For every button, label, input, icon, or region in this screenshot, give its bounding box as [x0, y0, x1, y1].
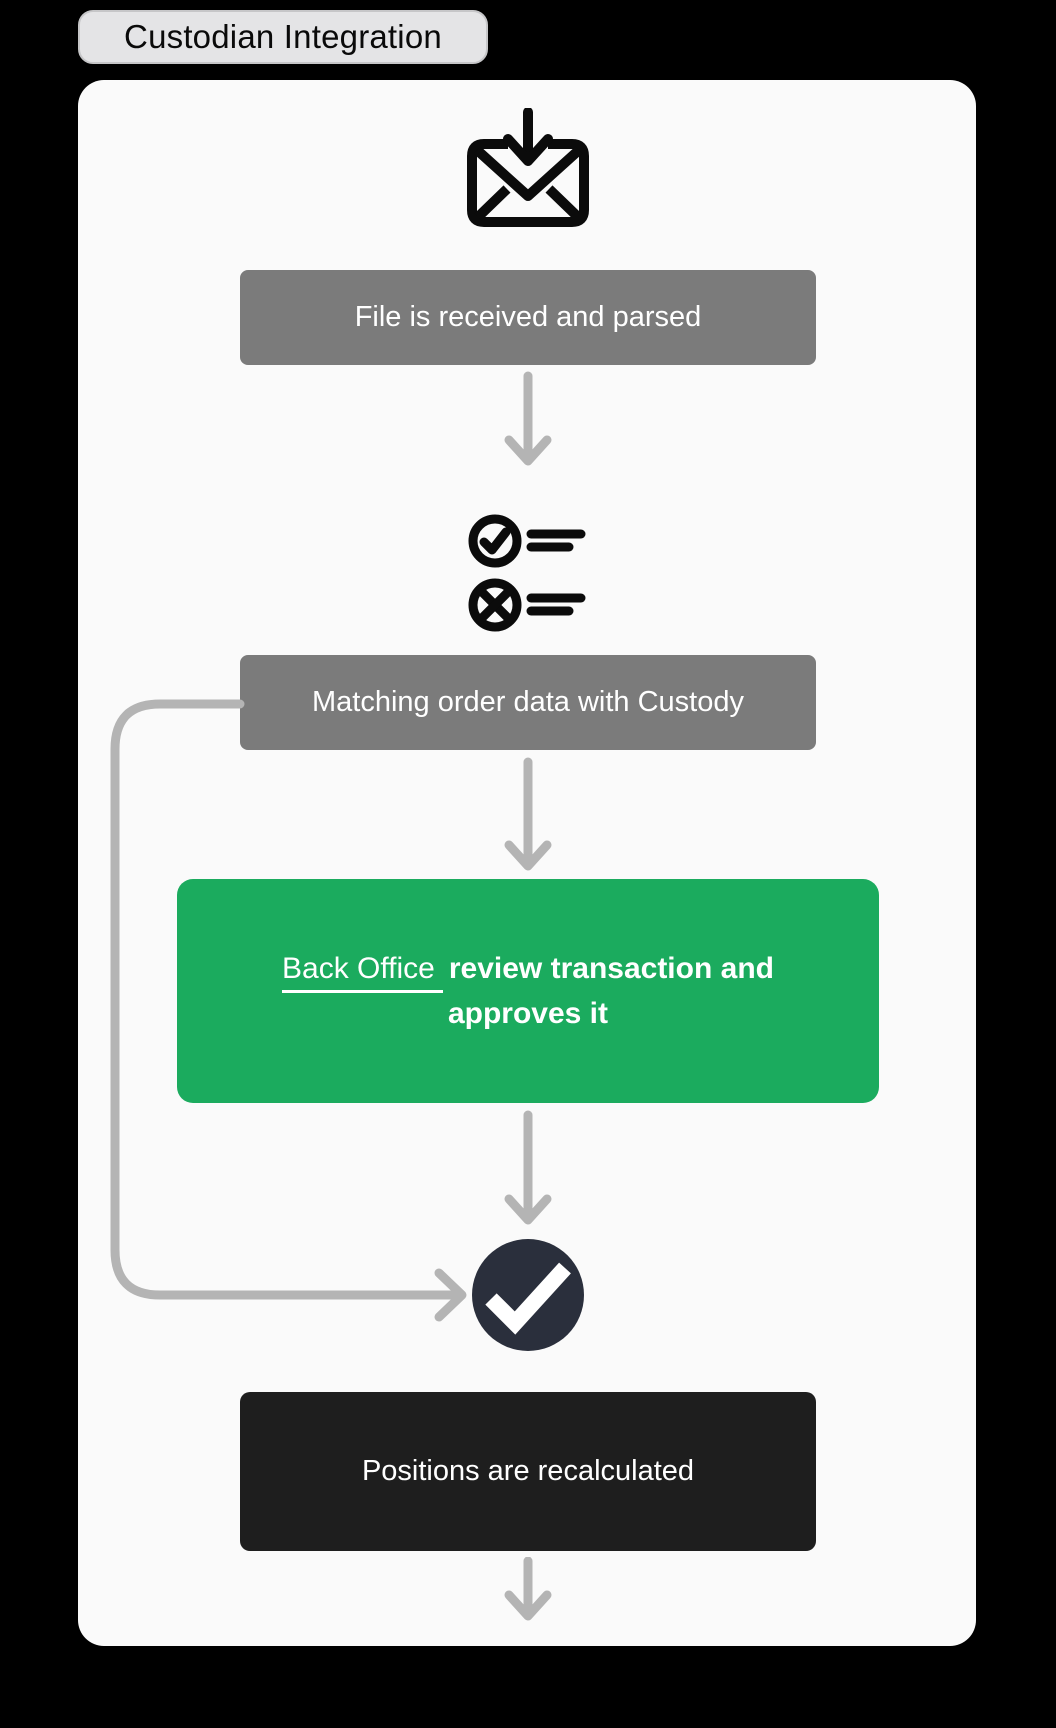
node-file-received-label: File is received and parsed [354, 301, 702, 334]
review-bold-text-2: approves it [447, 997, 609, 1030]
review-bold-text-1: review transaction and [448, 952, 774, 985]
flow-title-badge: Custodian Integration [78, 10, 488, 64]
match-checklist-icon [468, 514, 586, 632]
node-matching-order: Matching order data with Custody [240, 655, 816, 750]
node-matching-order-label: Matching order data with Custody [312, 686, 744, 719]
node-file-received: File is received and parsed [240, 270, 816, 365]
node-positions-recalculated: Positions are recalculated [240, 1392, 816, 1551]
mail-arrow-down-icon [467, 108, 589, 227]
back-office-link[interactable]: Back Office [282, 952, 443, 993]
connector-arrow-1 [504, 371, 552, 466]
connector-arrow-2 [504, 757, 552, 871]
check-circle-icon [472, 1239, 584, 1351]
flow-card: File is received and parsed Matching ord… [78, 80, 976, 1646]
connector-arrow-4 [504, 1557, 552, 1621]
flow-title: Custodian Integration [124, 18, 442, 55]
loop-connector [110, 699, 467, 1322]
connector-arrow-3 [504, 1110, 552, 1225]
node-positions-recalculated-label: Positions are recalculated [361, 1455, 695, 1488]
